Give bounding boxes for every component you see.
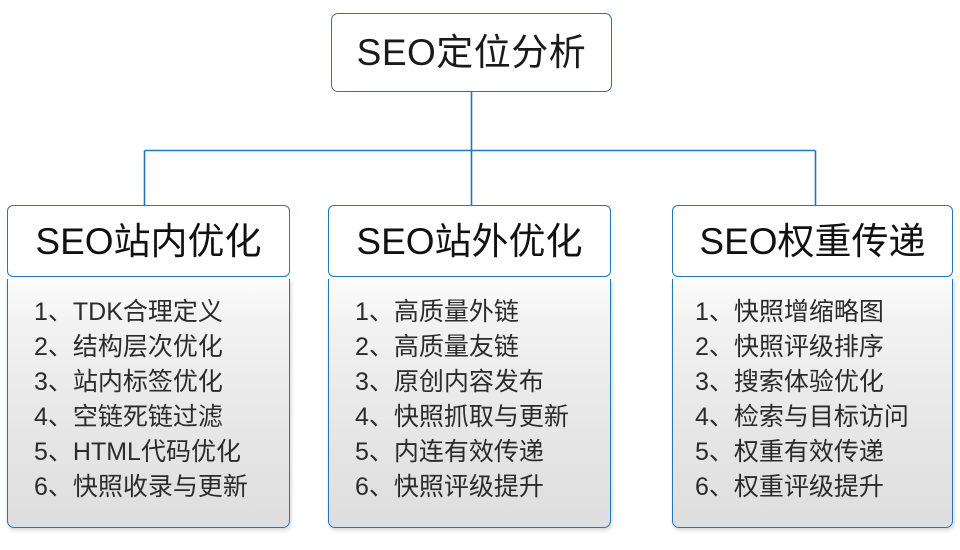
- list-item: 5、HTML代码优化: [34, 438, 241, 466]
- list-item: 4、快照抓取与更新: [355, 403, 569, 431]
- list-item: 2、结构层次优化: [34, 333, 223, 361]
- list-item: 6、快照评级提升: [355, 473, 544, 501]
- list-item: 1、快照增缩略图: [695, 298, 884, 326]
- list-item: 3、站内标签优化: [34, 368, 223, 396]
- branch-column-3: SEO权重传递 1、快照增缩略图 2、快照评级排序 3、搜索体验优化 4、检索与…: [672, 205, 953, 528]
- list-item: 3、搜索体验优化: [695, 368, 884, 396]
- branch-title-3: SEO权重传递: [699, 220, 926, 262]
- list-item: 5、权重有效传递: [695, 438, 884, 466]
- branch-item-list-1: 1、TDK合理定义 2、结构层次优化 3、站内标签优化 4、空链死链过滤 5、H…: [8, 295, 289, 505]
- root-node-label: SEO定位分析: [356, 32, 587, 73]
- list-item: 2、高质量友链: [355, 333, 519, 361]
- list-item: 4、空链死链过滤: [34, 403, 223, 431]
- list-item: 5、内连有效传递: [355, 438, 544, 466]
- branch-column-1: SEO站内优化 1、TDK合理定义 2、结构层次优化 3、站内标签优化 4、空链…: [7, 205, 290, 528]
- list-item: 2、快照评级排序: [695, 333, 884, 361]
- list-item: 6、快照收录与更新: [34, 473, 248, 501]
- branch-item-list-2: 1、高质量外链 2、高质量友链 3、原创内容发布 4、快照抓取与更新 5、内连有…: [329, 295, 610, 505]
- branch-header-2: SEO站外优化: [328, 205, 611, 277]
- branch-column-2: SEO站外优化 1、高质量外链 2、高质量友链 3、原创内容发布 4、快照抓取与…: [328, 205, 611, 528]
- branch-body-2: 1、高质量外链 2、高质量友链 3、原创内容发布 4、快照抓取与更新 5、内连有…: [328, 279, 611, 528]
- list-item: 3、原创内容发布: [355, 368, 544, 396]
- branch-body-1: 1、TDK合理定义 2、结构层次优化 3、站内标签优化 4、空链死链过滤 5、H…: [7, 279, 290, 528]
- root-node: SEO定位分析: [331, 13, 612, 92]
- list-item: 1、TDK合理定义: [34, 298, 223, 326]
- list-item: 4、检索与目标访问: [695, 403, 909, 431]
- branch-title-1: SEO站内优化: [35, 220, 262, 262]
- branch-header-1: SEO站内优化: [7, 205, 290, 277]
- branch-header-3: SEO权重传递: [672, 205, 953, 277]
- list-item: 6、权重评级提升: [695, 473, 884, 501]
- branch-item-list-3: 1、快照增缩略图 2、快照评级排序 3、搜索体验优化 4、检索与目标访问 5、权…: [673, 295, 952, 505]
- branch-title-2: SEO站外优化: [356, 220, 583, 262]
- list-item: 1、高质量外链: [355, 298, 519, 326]
- branch-body-3: 1、快照增缩略图 2、快照评级排序 3、搜索体验优化 4、检索与目标访问 5、权…: [672, 279, 953, 528]
